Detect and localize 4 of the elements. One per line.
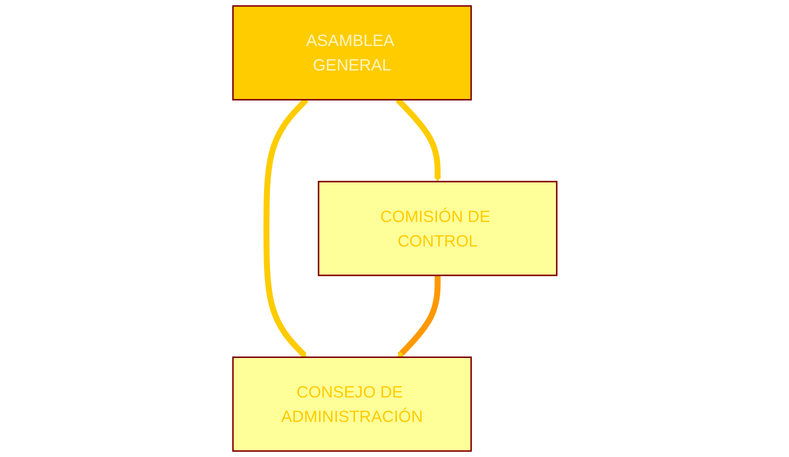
node-box: CONSEJO DE ADMINISTRACIÓN	[232, 356, 472, 452]
node-box: COMISIÓN DE CONTROL	[317, 180, 558, 276]
node-box: ASAMBLEA GENERAL	[232, 5, 472, 100]
arrow	[397, 275, 440, 358]
